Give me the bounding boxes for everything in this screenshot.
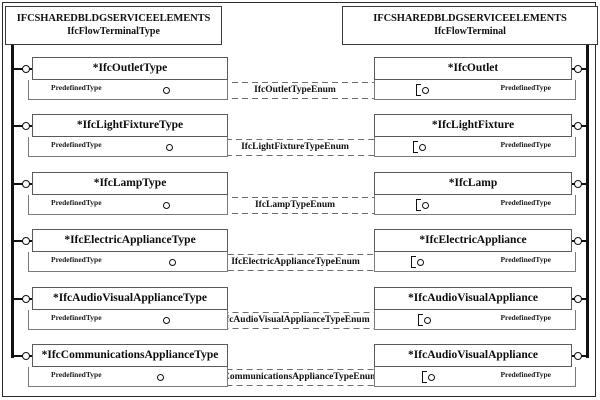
class-name-occurrence: *IfcAudioVisualAppliance [374,287,572,310]
class-attributes-type: PredefinedType [28,137,228,157]
class-name-occurrence: *IfcElectricAppliance [374,229,572,252]
class-attributes-type: PredefinedType [28,252,228,272]
class-name-type: *IfcCommunicationsApplianceType [32,344,228,367]
attribute-predefined-type: PredefinedType [500,140,551,149]
enumeration-label: IfcLightFixtureTypeEnum [175,140,415,155]
class-attributes-occurrence: PredefinedType [374,367,576,387]
schema-header-left: IFCSHAREDBLDGSERVICEELEMENTS IfcFlowTerm… [5,6,222,45]
attribute-predefined-type: PredefinedType [500,313,551,322]
class-name-type: *IfcLampType [32,172,228,195]
enum-link-bracket-right [411,256,416,268]
class-attributes-type: PredefinedType [28,80,228,100]
aggregation-circle-right [574,121,582,130]
attribute-predefined-type: PredefinedType [500,370,551,379]
aggregation-spine-right [586,45,589,358]
enumeration-label: IfcAudioVisualApplianceTypeEnum [172,313,420,328]
attribute-predefined-type: PredefinedType [51,140,102,149]
diagram-outer-frame [2,2,596,397]
aggregation-circle-left [22,64,30,73]
class-name-occurrence: *IfcLamp [374,172,572,195]
schema-left-entity: IfcFlowTerminalType [67,26,160,37]
enum-link-circle-left [166,143,173,151]
class-attributes-type: PredefinedType [28,195,228,215]
enum-link-bracket-right [413,141,418,153]
attribute-predefined-type: PredefinedType [51,198,102,207]
attribute-predefined-type: PredefinedType [500,83,551,92]
schema-right-name: IFCSHAREDBLDGSERVICEELEMENTS [373,13,567,24]
enum-link-bracket-right [422,371,427,383]
aggregation-circle-left [22,121,30,130]
attribute-predefined-type: PredefinedType [51,83,102,92]
enumeration-label: IfcLampTypeEnum [172,198,418,213]
enum-link-circle-left [169,258,176,266]
aggregation-circle-right [574,179,582,188]
class-attributes-occurrence: PredefinedType [374,137,576,157]
schema-left-name: IFCSHAREDBLDGSERVICEELEMENTS [16,13,211,24]
class-name-occurrence: *IfcLightFixture [374,114,572,137]
attribute-predefined-type: PredefinedType [500,198,551,207]
class-attributes-occurrence: PredefinedType [374,80,576,100]
aggregation-circle-left [22,294,30,303]
enum-link-bracket-right [416,199,421,211]
enum-link-circle-right [419,143,426,151]
enum-link-bracket-right [418,314,423,326]
aggregation-circle-left [22,351,30,360]
class-name-type: *IfcAudioVisualApplianceType [32,287,228,310]
class-attributes-occurrence: PredefinedType [374,195,576,215]
attribute-predefined-type: PredefinedType [51,370,102,379]
class-attributes-type: PredefinedType [28,367,228,387]
class-name-type: *IfcLightFixtureType [32,114,228,137]
enumeration-label: IfcElectricApplianceTypeEnum [178,255,413,270]
class-name-occurrence: *IfcOutlet [374,57,572,80]
aggregation-circle-right [574,294,582,303]
enum-link-circle-left [163,316,170,324]
class-attributes-type: PredefinedType [28,310,228,330]
enum-link-circle-right [422,86,429,94]
enumeration-label: IfcCommunicationsApplianceTypeEnum [166,370,424,385]
aggregation-circle-right [574,64,582,73]
schema-right-entity: IfcFlowTerminal [434,26,506,37]
enum-link-bracket-right [416,84,421,96]
enum-link-circle-left [157,373,164,381]
enum-link-circle-right [417,258,424,266]
class-name-type: *IfcElectricApplianceType [32,229,228,252]
attribute-predefined-type: PredefinedType [51,255,102,264]
class-name-occurrence: *IfcAudioVisualAppliance [374,344,572,367]
enum-link-circle-left [163,86,170,94]
schema-header-right: IFCSHAREDBLDGSERVICEELEMENTS IfcFlowTerm… [342,6,598,45]
aggregation-circle-right [574,236,582,245]
aggregation-circle-left [22,236,30,245]
class-name-type: *IfcOutletType [32,57,228,80]
enum-link-circle-right [424,316,431,324]
aggregation-circle-right [574,351,582,360]
class-attributes-occurrence: PredefinedType [374,252,576,272]
enum-link-circle-left [163,201,170,209]
enum-link-circle-right [428,373,435,381]
aggregation-spine-left [11,45,14,358]
attribute-predefined-type: PredefinedType [500,255,551,264]
aggregation-circle-left [22,179,30,188]
attribute-predefined-type: PredefinedType [51,313,102,322]
enumeration-label: IfcOutletTypeEnum [172,83,418,98]
enum-link-circle-right [422,201,429,209]
class-attributes-occurrence: PredefinedType [374,310,576,330]
